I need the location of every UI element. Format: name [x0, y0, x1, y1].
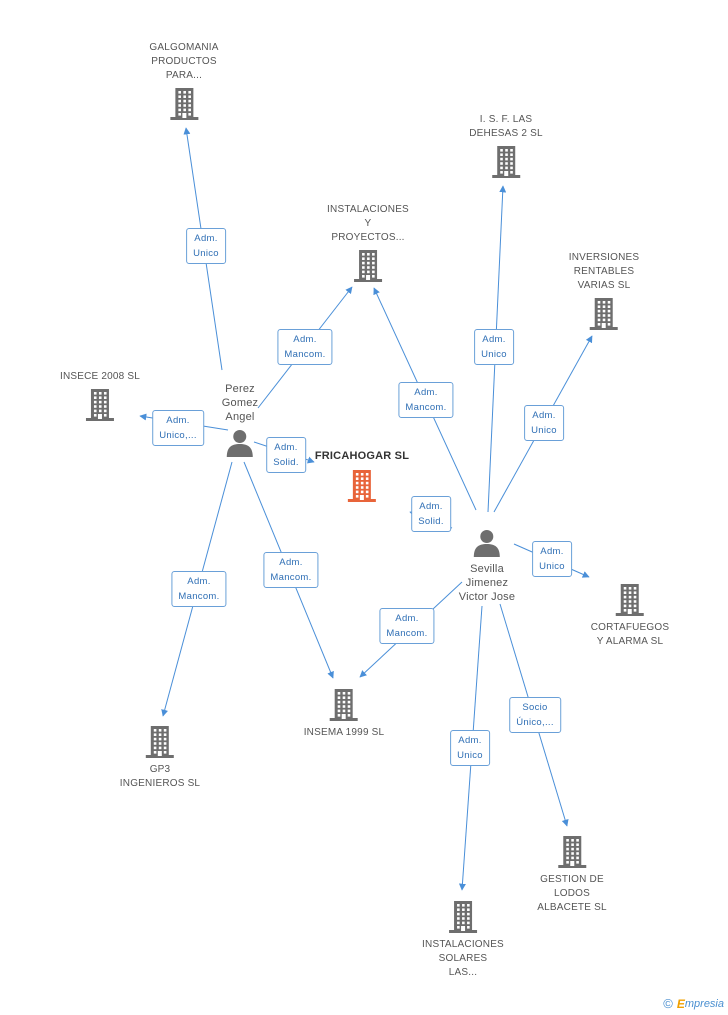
building-icon	[85, 389, 114, 421]
node-label: CORTAFUEGOS Y ALARMA SL	[590, 622, 670, 647]
edge-label-sevilla-isf[interactable]: Adm. Unico	[474, 329, 514, 365]
building-icon-holder	[557, 835, 587, 869]
edge-label-perez-galgomania[interactable]: Adm. Unico	[186, 228, 226, 264]
node-label: INSECE 2008 SL	[59, 371, 141, 382]
node-inversiones[interactable]: INVERSIONES RENTABLES VARIAS SL	[569, 251, 640, 331]
node-insece[interactable]: INSECE 2008 SL	[60, 370, 140, 422]
edge-label-perez-fricahogar[interactable]: Adm. Solid.	[266, 437, 306, 473]
node-gestion[interactable]: GESTION DE LODOS ALBACETE SL	[537, 835, 607, 915]
node-galgomania[interactable]: GALGOMANIA PRODUCTOS PARA...	[149, 41, 218, 121]
edge-label-perez-instalaciones_proy[interactable]: Adm. Mancom.	[277, 329, 333, 365]
node-isf[interactable]: I. S. F. LAS DEHESAS 2 SL	[469, 113, 543, 179]
edge-label-perez-insece[interactable]: Adm. Unico,...	[152, 410, 204, 446]
node-label: INSEMA 1999 SL	[303, 727, 385, 738]
node-instalaciones-sol[interactable]: INSTALACIONES SOLARES LAS...	[422, 900, 504, 980]
building-icon	[448, 901, 477, 933]
node-label: I. S. F. LAS DEHESAS 2 SL	[469, 114, 543, 139]
building-icon-holder	[615, 583, 645, 617]
building-icon	[491, 146, 520, 178]
building-icon-holder	[329, 688, 359, 722]
building-icon-holder	[145, 725, 175, 759]
person-icon-holder	[472, 528, 502, 558]
building-icon	[615, 584, 644, 616]
node-insema[interactable]: INSEMA 1999 SL	[304, 688, 385, 740]
building-icon-holder	[85, 388, 115, 422]
node-fricahogar[interactable]: FRICAHOGAR SL	[315, 449, 409, 503]
edge-label-perez-insema[interactable]: Adm. Mancom.	[263, 552, 319, 588]
copyright-icon: ©	[663, 996, 673, 1011]
building-icon	[330, 689, 358, 721]
building-icon	[353, 250, 382, 282]
building-icon	[170, 88, 198, 120]
edge-label-sevilla-instalaciones_sol[interactable]: Adm. Unico	[450, 730, 490, 766]
node-label: INSTALACIONES SOLARES LAS...	[422, 939, 504, 978]
brand-name: mpresia	[684, 997, 724, 1010]
edge-label-sevilla-insema[interactable]: Adm. Mancom.	[379, 608, 435, 644]
node-label: FRICAHOGAR SL	[314, 450, 410, 462]
edge-label-sevilla-cortafuegos[interactable]: Adm. Unico	[532, 541, 572, 577]
node-label: INSTALACIONES Y PROYECTOS...	[327, 204, 409, 243]
building-icon	[146, 726, 174, 758]
node-label: GP3 INGENIEROS SL	[119, 764, 201, 789]
building-icon	[590, 298, 618, 330]
person-icon-holder	[225, 428, 255, 458]
node-perez[interactable]: Perez Gomez Angel	[222, 382, 258, 458]
node-label: Perez Gomez Angel	[221, 383, 259, 423]
edge-label-sevilla-inversiones[interactable]: Adm. Unico	[524, 405, 564, 441]
node-instalaciones-proy[interactable]: INSTALACIONES Y PROYECTOS...	[327, 203, 409, 283]
edge-label-sevilla-gestion[interactable]: Socio Único,...	[509, 697, 561, 733]
building-icon-holder	[448, 900, 478, 934]
node-cortafuegos[interactable]: CORTAFUEGOS Y ALARMA SL	[591, 583, 670, 649]
building-icon-holder	[347, 469, 377, 503]
building-icon	[557, 836, 586, 868]
person-icon	[227, 430, 253, 457]
edge-label-sevilla-fricahogar[interactable]: Adm. Solid.	[411, 496, 451, 532]
node-label: INVERSIONES RENTABLES VARIAS SL	[568, 252, 640, 291]
brand-initial: E	[676, 996, 685, 1011]
node-label: GESTION DE LODOS ALBACETE SL	[537, 874, 607, 913]
edge-label-perez-gp3[interactable]: Adm. Mancom.	[171, 571, 227, 607]
node-sevilla[interactable]: Sevilla Jimenez Victor Jose	[459, 528, 515, 604]
building-icon-holder	[589, 297, 619, 331]
node-gp3[interactable]: GP3 INGENIEROS SL	[120, 725, 200, 791]
person-icon	[473, 530, 500, 557]
building-icon	[347, 470, 376, 502]
node-label: GALGOMANIA PRODUCTOS PARA...	[149, 42, 219, 81]
building-icon-holder	[169, 87, 199, 121]
node-label: Sevilla Jimenez Victor Jose	[458, 563, 516, 603]
building-icon-holder	[353, 249, 383, 283]
building-icon-holder	[491, 145, 521, 179]
edge-label-sevilla-instalaciones_proy[interactable]: Adm. Mancom.	[398, 382, 454, 418]
